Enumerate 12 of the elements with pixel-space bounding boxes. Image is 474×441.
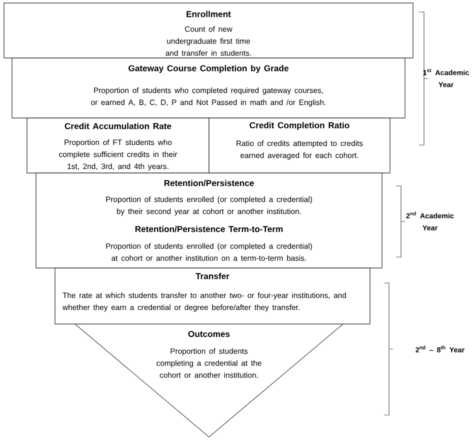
heading: Outcomes	[188, 330, 230, 338]
metric-box	[54, 268, 370, 324]
heading: Retention/Persistence Term-to-Term	[135, 226, 283, 232]
metric-box	[208, 118, 390, 174]
heading: Enrollment	[186, 10, 231, 18]
heading: Credit Completion Ratio	[250, 122, 350, 130]
heading: Transfer	[196, 272, 230, 280]
heading: Retention/Persistence	[164, 180, 254, 186]
metric-box	[26, 118, 210, 174]
heading: Credit Accumulation Rate	[64, 122, 172, 130]
heading: Gateway Course Completion by Grade	[128, 65, 288, 73]
metric-box	[4, 2, 414, 58]
